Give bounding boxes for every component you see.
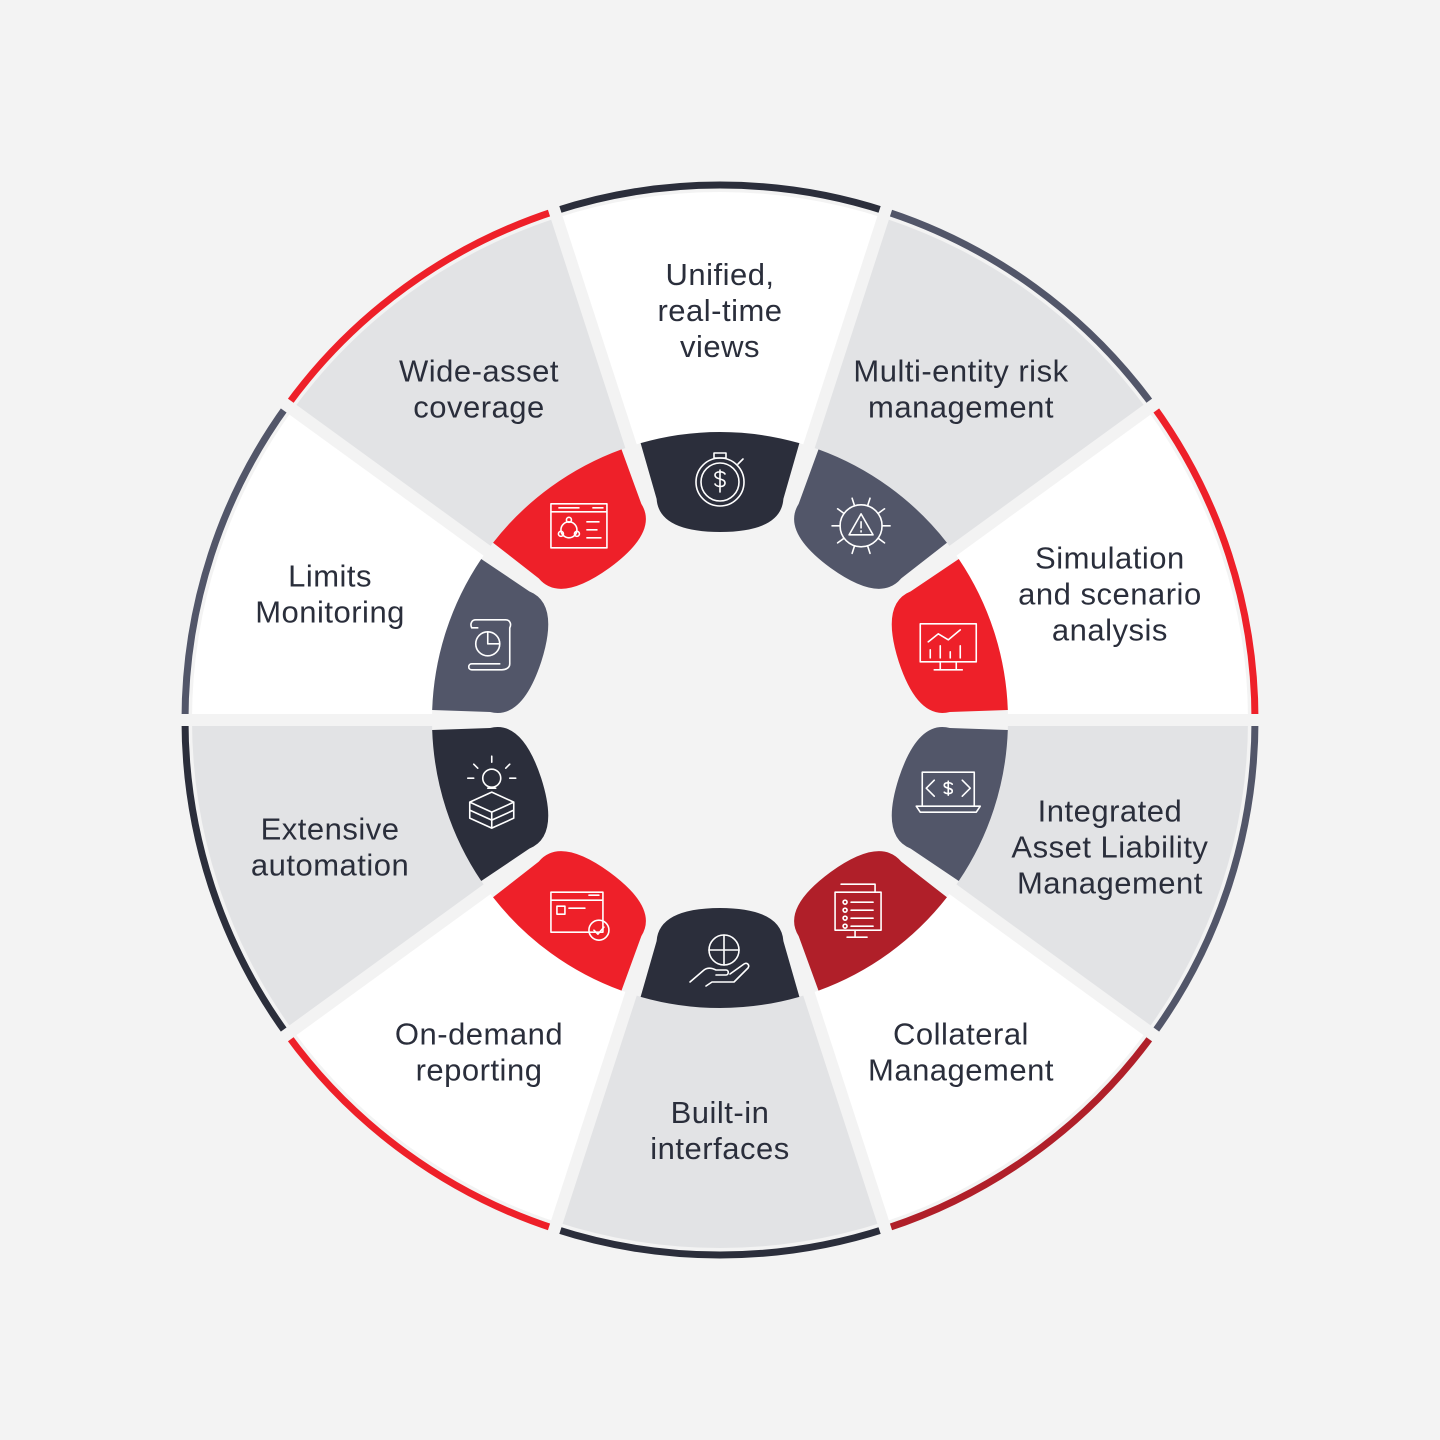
label-line: Unified, [665, 257, 774, 292]
label-line: Collateral [893, 1017, 1029, 1052]
petal [432, 558, 549, 713]
segment-background [952, 720, 1248, 1031]
stopwatch-dollar-icon [695, 452, 745, 507]
laptop-dollar-exchange-icon [915, 771, 982, 813]
segment-divider [862, 820, 1169, 1049]
monitor-list-icon [834, 883, 882, 938]
label-line: automation [251, 848, 409, 883]
petal [794, 851, 947, 991]
segment-divider [271, 820, 578, 1049]
segment-background [192, 409, 488, 720]
segment-background [556, 192, 884, 447]
segment-divider [544, 889, 671, 1245]
document-pie-icon [467, 619, 512, 671]
petal [891, 558, 1008, 713]
segment-background [556, 993, 884, 1248]
petal [794, 449, 947, 589]
segment-background [952, 409, 1248, 720]
monitor-chart-icon [919, 623, 978, 671]
label-line: Monitoring [255, 594, 405, 629]
label-line: Multi-entity risk [853, 353, 1068, 388]
label-line: Integrated [1038, 794, 1183, 829]
segment-rim-arc [884, 1032, 1156, 1233]
segment-divider [862, 391, 1169, 620]
segment-rim-arc [553, 1225, 887, 1259]
petal [640, 908, 800, 1008]
label-line: Built-in [671, 1095, 770, 1130]
petal [891, 727, 1008, 882]
petal [493, 851, 646, 991]
label-line: Management [1017, 866, 1203, 901]
segment-divider [544, 195, 671, 551]
label-line: Asset Liability [1011, 830, 1208, 865]
label-line: Wide-asset [399, 353, 559, 388]
browser-network-icon [550, 503, 608, 549]
gear-warning-icon [831, 497, 891, 555]
petal [432, 727, 549, 882]
segment-rim-arc [1149, 403, 1259, 721]
hand-puzzle-icon [689, 934, 750, 987]
label-line: On-demand [395, 1017, 563, 1052]
label-line: Management [868, 1053, 1054, 1088]
label-line: Limits [288, 558, 372, 593]
label-line: real-time [657, 293, 782, 328]
segment-rim-arc [1149, 719, 1259, 1037]
label-line: views [680, 329, 760, 364]
segment-rim-arc [884, 207, 1156, 408]
label-line: Extensive [261, 812, 400, 847]
segment-divider [271, 391, 578, 620]
segment-rim-arc [553, 181, 887, 215]
segment-rim-arc [284, 207, 556, 408]
label-line: reporting [416, 1053, 543, 1088]
label-line: Simulation [1035, 540, 1185, 575]
label-line: analysis [1052, 612, 1168, 647]
browser-check-icon [550, 891, 610, 941]
segment-background [192, 720, 488, 1031]
segment-divider [769, 889, 896, 1245]
segment-rim-arc [181, 403, 291, 721]
label-line: coverage [413, 389, 545, 424]
petal [493, 449, 646, 589]
label-line: and scenario [1018, 576, 1202, 611]
segment-rim-arc [284, 1032, 556, 1233]
segment-divider [769, 195, 896, 551]
label-line: interfaces [650, 1131, 789, 1166]
label-line: management [868, 389, 1054, 424]
box-lightbulb-icon [466, 755, 517, 829]
segment-rim-arc [181, 719, 291, 1037]
